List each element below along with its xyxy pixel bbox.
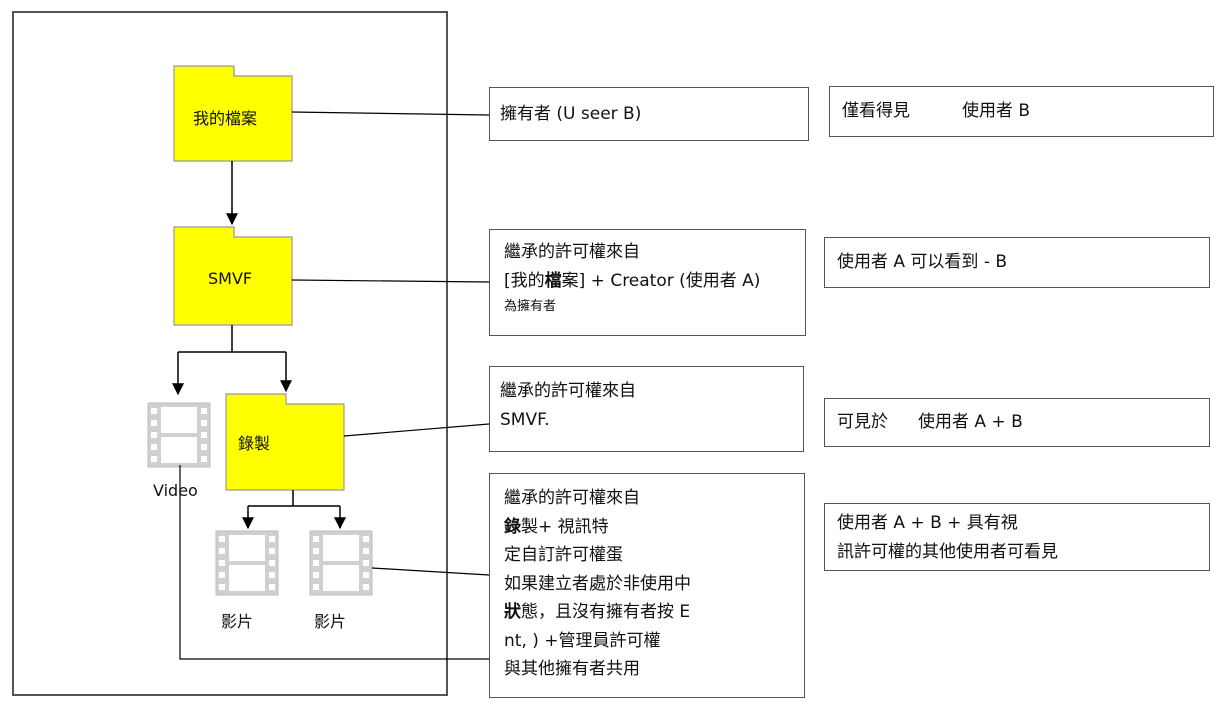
permission-box-videos: 繼承的許可權來自 錄製+ 視訊特 定自訂許可權蛋 如果建立者處於非使用中 狀態，… <box>489 473 805 698</box>
permission-text: 如果建立者處於非使用中 <box>504 573 691 594</box>
permission-text: SMVF. <box>500 410 550 430</box>
folder-my-files-label: 我的檔案 <box>193 109 258 128</box>
movie1-film-icon <box>215 530 279 596</box>
tree-connectors <box>172 161 346 530</box>
visibility-text: 可見於 使用者 A + B <box>837 408 1197 437</box>
permission-text-bold: 錄 <box>504 516 521 537</box>
video-caption: Video <box>153 481 198 500</box>
permission-text-bold: 檔 <box>544 271 562 291</box>
visibility-text: 僅看得見 使用者 B <box>842 97 1201 126</box>
movie2-caption: 影片 <box>314 612 347 631</box>
visibility-text: 使用者 A 可以看到 - B <box>837 252 1008 272</box>
permission-text-part: 態，且沒有擁有者按 E <box>521 602 691 622</box>
folder-recordings-label: 錄製 <box>238 434 271 453</box>
movie2-film-icon <box>309 530 373 596</box>
permission-text-part: [我的 <box>504 271 545 291</box>
visibility-text: 訊許可權的其他使用者可看見 <box>837 542 1058 562</box>
permission-text: 繼承的許可權來自 <box>504 242 640 262</box>
permission-connectors <box>179 111 490 660</box>
permission-text: 繼承的許可權來自 <box>504 488 640 508</box>
permission-text: 錄製+ 視訊特 <box>504 513 790 542</box>
permission-text: 與其他擁有者共用 <box>504 659 640 679</box>
permission-box-my-files: 擁有者 (U seer B) <box>489 87 809 141</box>
visibility-text-a: 可見於 <box>837 412 888 432</box>
movie1-caption: 影片 <box>221 612 254 631</box>
video-film-icon <box>147 402 211 468</box>
permission-text: 繼承的許可權來自 <box>500 381 636 401</box>
permission-text: 擁有者 (U seer B) <box>500 104 642 124</box>
permission-text: 狀態，且沒有擁有者按 E <box>504 598 790 627</box>
visibility-box-smvf: 使用者 A 可以看到 - B <box>824 237 1210 288</box>
permission-text-part: 案] + Creator (使用者 A) <box>561 271 761 291</box>
visibility-box-my-files: 僅看得見 使用者 B <box>829 86 1214 137</box>
folder-recordings-icon <box>225 393 345 491</box>
visibility-text: 使用者 A + B + 具有視 <box>837 513 1018 533</box>
permission-text: 為擁有者 <box>504 299 557 314</box>
permission-text: 定自訂許可權蛋 <box>504 545 623 565</box>
folder-smvf-label: SMVF <box>208 269 253 288</box>
folder-smvf-icon <box>173 226 293 326</box>
permission-text: nt, ) +管理員許可權 <box>504 630 661 651</box>
permission-text-bold: 狀 <box>504 602 521 622</box>
visibility-text-b: 使用者 A + B <box>918 412 1023 432</box>
permission-box-recordings: 繼承的許可權來自 SMVF. <box>489 366 804 452</box>
visibility-text-b: 使用者 B <box>962 101 1031 121</box>
folder-my-files-icon <box>173 65 293 162</box>
permission-box-smvf: 繼承的許可權來自 [我的檔案] + Creator (使用者 A) 為擁有者 <box>489 229 806 336</box>
permission-text: [我的檔案] + Creator (使用者 A) <box>504 267 791 296</box>
permission-text-part: 製+ 視訊特 <box>521 516 609 537</box>
visibility-text-a: 僅看得見 <box>842 101 910 121</box>
visibility-box-recordings: 可見於 使用者 A + B <box>824 398 1210 447</box>
visibility-box-videos: 使用者 A + B + 具有視 訊許可權的其他使用者可看見 <box>824 503 1210 571</box>
